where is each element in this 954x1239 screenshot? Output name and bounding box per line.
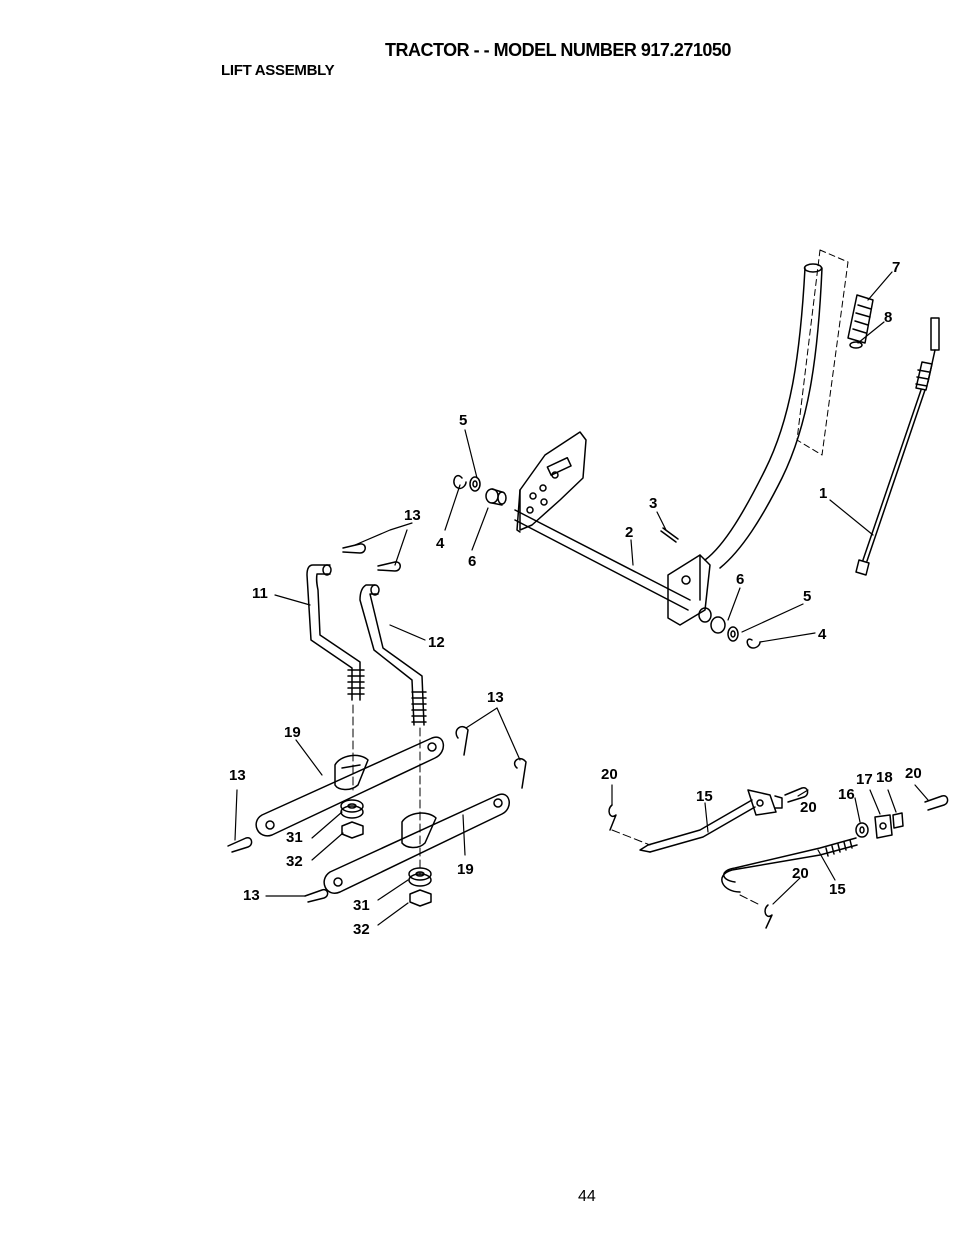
cotter-pins-13-top (342, 543, 401, 572)
callout-15: 15 (829, 881, 846, 898)
handle-grip (847, 294, 874, 349)
callout-4: 4 (818, 626, 827, 643)
callout-15: 15 (696, 788, 713, 805)
callout-19: 19 (457, 861, 474, 878)
section-subtitle: LIFT ASSEMBLY (221, 62, 335, 79)
spacers-31-nuts-32 (340, 799, 432, 907)
callout-5: 5 (803, 588, 811, 605)
callout-17: 17 (856, 771, 873, 788)
callout-labels: 7 8 1 5 13 4 6 3 2 6 5 4 11 12 13 19 13 … (229, 259, 922, 938)
callout-13: 13 (404, 507, 421, 524)
left-retainer-clip-4 (453, 475, 467, 490)
lift-arm-19-lower (323, 793, 510, 894)
callout-13: 13 (487, 689, 504, 706)
hairpin-clips-20 (608, 786, 949, 929)
callout-31: 31 (353, 897, 370, 914)
lift-rod-15-upper (639, 789, 783, 853)
handle-bracket (667, 554, 711, 626)
lift-rod-1 (855, 317, 940, 576)
leader-lines (234, 271, 929, 926)
callout-31: 31 (286, 829, 303, 846)
callout-12: 12 (428, 634, 445, 651)
callout-20: 20 (905, 765, 922, 782)
callout-7: 7 (892, 259, 900, 276)
cotter-pins-13-arms (227, 726, 527, 903)
grip-guide-box (796, 249, 849, 456)
callout-18: 18 (876, 769, 893, 786)
callout-1: 1 (819, 485, 827, 502)
cross-shaft (514, 509, 691, 611)
lift-link-11 (306, 564, 365, 701)
callout-3: 3 (649, 495, 657, 512)
callout-6: 6 (736, 571, 744, 588)
callout-11: 11 (252, 585, 268, 602)
left-bushing-6 (485, 488, 507, 506)
callout-13: 13 (229, 767, 246, 784)
callout-19: 19 (284, 724, 301, 741)
right-washer-5 (727, 626, 739, 642)
lift-link-12 (359, 584, 427, 726)
callout-20: 20 (601, 766, 618, 783)
pin-3 (660, 527, 679, 543)
page-number: 44 (578, 1188, 596, 1205)
alignment-lines (352, 704, 761, 906)
callout-20: 20 (800, 799, 817, 816)
callout-8: 8 (884, 309, 892, 326)
lift-handle (704, 263, 823, 569)
callout-16: 16 (838, 786, 855, 803)
callout-4: 4 (436, 535, 445, 552)
callout-5: 5 (459, 412, 467, 429)
callout-6: 6 (468, 553, 476, 570)
callout-13: 13 (243, 887, 260, 904)
right-retainer-clip-4 (746, 638, 761, 649)
pivot-plate (516, 431, 587, 533)
lift-arm-19-upper (255, 736, 444, 837)
callout-20: 20 (792, 865, 809, 882)
callout-32: 32 (286, 853, 303, 870)
lift-rod-15-lower (721, 837, 858, 893)
right-bushing-6 (698, 607, 726, 634)
callout-2: 2 (625, 524, 633, 541)
adjuster-parts-16-17-18 (855, 812, 904, 839)
left-washer-5 (469, 476, 481, 492)
page-title: TRACTOR - - MODEL NUMBER 917.271050 (385, 40, 731, 60)
callout-32: 32 (353, 921, 370, 938)
